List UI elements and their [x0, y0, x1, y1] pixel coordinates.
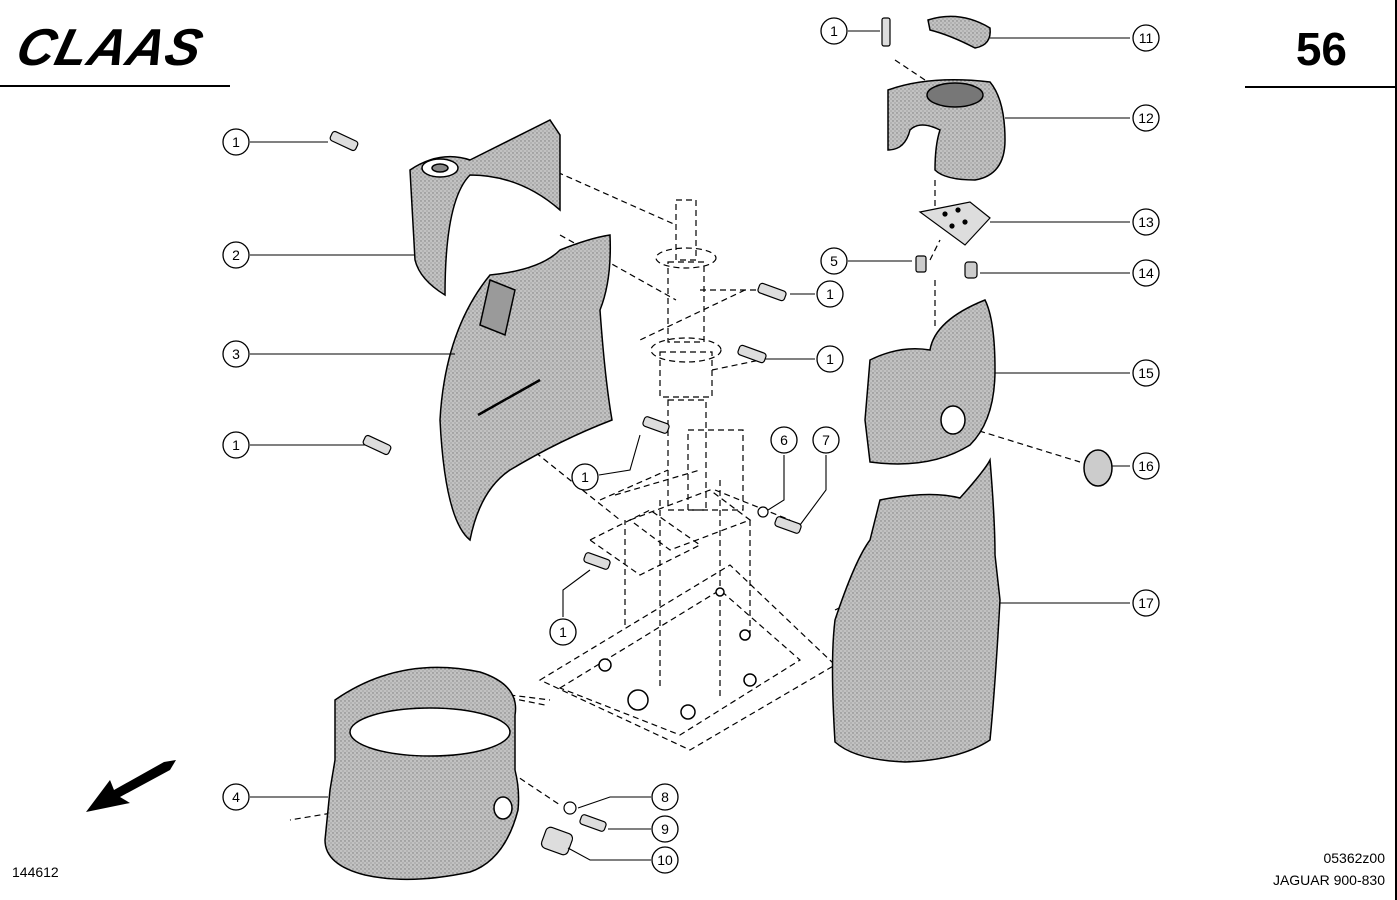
svg-text:1: 1: [826, 286, 834, 302]
callout-4: 4: [222, 783, 250, 811]
callout-13: 13: [1132, 208, 1160, 236]
svg-text:8: 8: [661, 789, 669, 805]
svg-text:16: 16: [1138, 458, 1154, 474]
svg-text:6: 6: [780, 432, 788, 448]
svg-text:12: 12: [1138, 110, 1154, 126]
svg-text:17: 17: [1138, 595, 1154, 611]
page-number: 56: [1295, 23, 1347, 75]
svg-text:9: 9: [661, 821, 669, 837]
callout-14: 14: [1132, 259, 1160, 287]
callout-2: 2: [222, 241, 250, 269]
part-17-lower-housing: [831, 457, 1001, 763]
callout-17: 17: [1132, 589, 1160, 617]
callouts: 1 2 3 1 4 1 1 1 1 6 7 8 9 10 1 11 12 13 …: [222, 17, 1160, 874]
svg-text:1: 1: [826, 351, 834, 367]
svg-text:1: 1: [830, 23, 838, 39]
callout-16: 16: [1132, 452, 1160, 480]
part-5-lamp: [915, 255, 927, 273]
part-15-middle-housing: [864, 299, 996, 465]
model-name: JAGUAR 900-830: [1272, 872, 1385, 888]
callout-1: 1: [222, 128, 250, 156]
part-14-lamp: [964, 261, 978, 279]
callout-1: 1: [816, 280, 844, 308]
callout-8: 8: [651, 783, 679, 811]
svg-text:7: 7: [822, 432, 830, 448]
svg-text:13: 13: [1138, 214, 1154, 230]
callout-7: 7: [812, 426, 840, 454]
callout-9: 9: [651, 815, 679, 843]
callout-1: 1: [549, 618, 577, 646]
svg-text:10: 10: [657, 852, 673, 868]
svg-text:1: 1: [232, 437, 240, 453]
part-16-knob: [1083, 449, 1113, 487]
base-bolts: [598, 587, 757, 720]
callout-10: 10: [651, 846, 679, 874]
callout-1: 1: [571, 463, 599, 491]
svg-text:1: 1: [232, 134, 240, 150]
figure-id: 144612: [12, 864, 59, 880]
callout-12: 12: [1132, 104, 1160, 132]
callout-15: 15: [1132, 359, 1160, 387]
screws: [329, 17, 891, 856]
part-3-front-cover: [439, 234, 613, 542]
callout-11: 11: [1132, 24, 1160, 52]
svg-text:5: 5: [830, 253, 838, 269]
part-11-cap: [927, 15, 991, 49]
svg-text:14: 14: [1138, 265, 1154, 281]
part-12-upper-housing: [887, 79, 1006, 181]
svg-text:4: 4: [232, 789, 240, 805]
callout-3: 3: [222, 340, 250, 368]
callout-6: 6: [770, 426, 798, 454]
callout-1: 1: [222, 431, 250, 459]
svg-text:1: 1: [559, 624, 567, 640]
svg-text:11: 11: [1139, 30, 1154, 46]
callout-1: 1: [820, 17, 848, 45]
svg-text:2: 2: [232, 247, 240, 263]
part-4-lower-cup: [324, 666, 520, 881]
callout-5: 5: [820, 247, 848, 275]
svg-text:1: 1: [581, 469, 589, 485]
callout-1: 1: [816, 345, 844, 373]
drawing-code: 05362z00: [1323, 850, 1385, 866]
svg-text:15: 15: [1138, 365, 1154, 381]
part-13-plate: [918, 201, 991, 246]
leader-lines: [250, 30, 1130, 861]
direction-arrow-icon: [86, 760, 176, 812]
svg-text:3: 3: [232, 346, 240, 362]
part-2-upper-cover: [409, 119, 561, 297]
